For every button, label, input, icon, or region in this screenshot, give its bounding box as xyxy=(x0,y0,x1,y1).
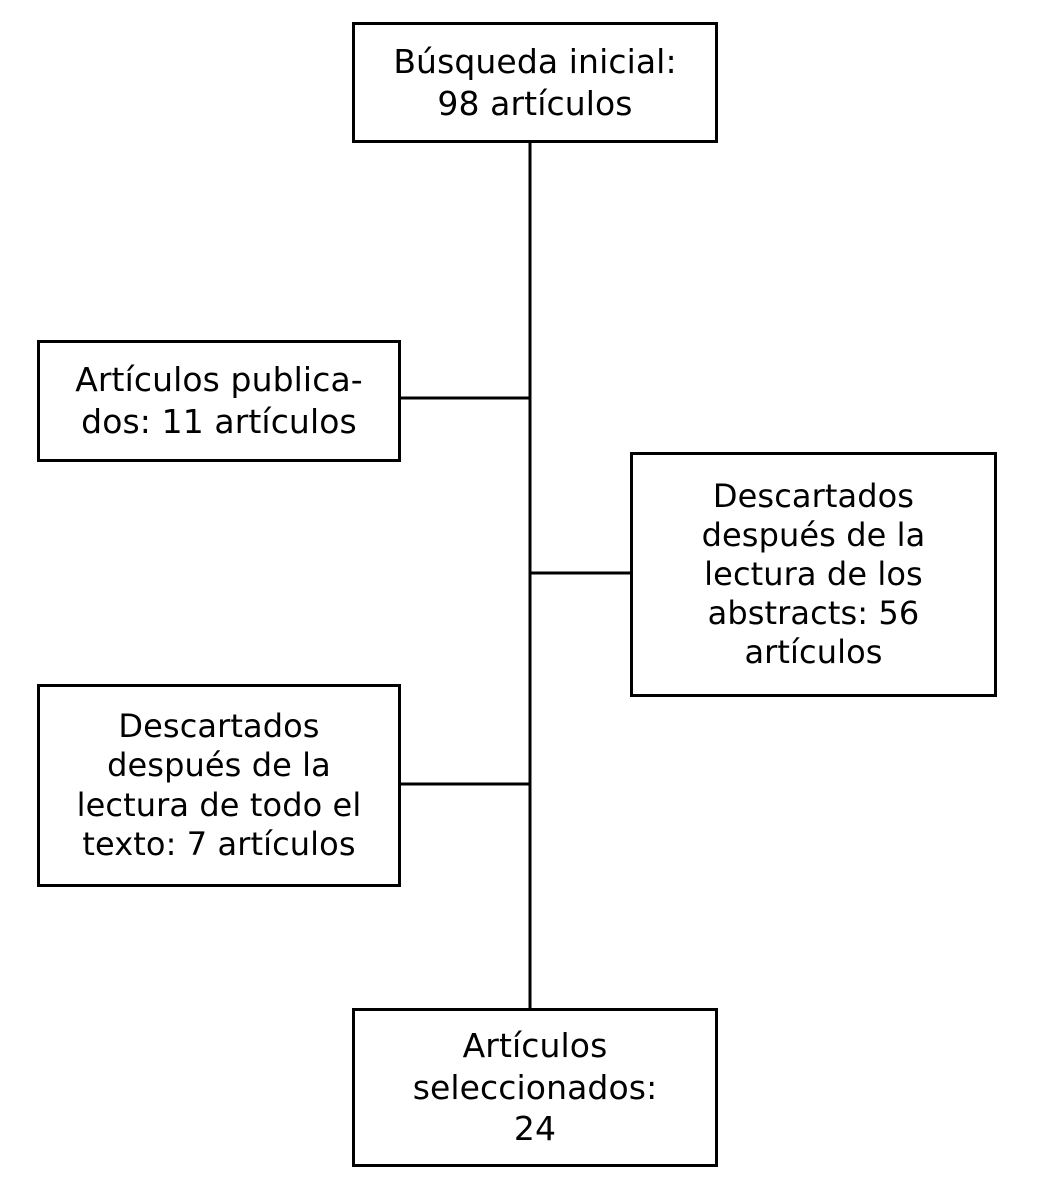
node-initial-search: Búsqueda inicial: 98 artículos xyxy=(352,22,718,143)
node-selected-articles: Artículos seleccionados: 24 xyxy=(352,1008,718,1167)
node-published-articles-label: Artículos publica- dos: 11 artículos xyxy=(75,360,363,441)
node-initial-search-label: Búsqueda inicial: 98 artículos xyxy=(393,41,677,123)
node-discarded-after-abstracts: Descartados después de la lectura de los… xyxy=(630,452,997,697)
node-discarded-after-abstracts-label: Descartados después de la lectura de los… xyxy=(701,476,926,672)
node-selected-articles-label: Artículos seleccionados: 24 xyxy=(412,1026,658,1149)
node-discarded-after-fulltext: Descartados después de la lectura de tod… xyxy=(37,684,401,887)
node-discarded-after-fulltext-label: Descartados después de la lectura de tod… xyxy=(76,707,362,863)
node-published-articles: Artículos publica- dos: 11 artículos xyxy=(37,340,401,462)
